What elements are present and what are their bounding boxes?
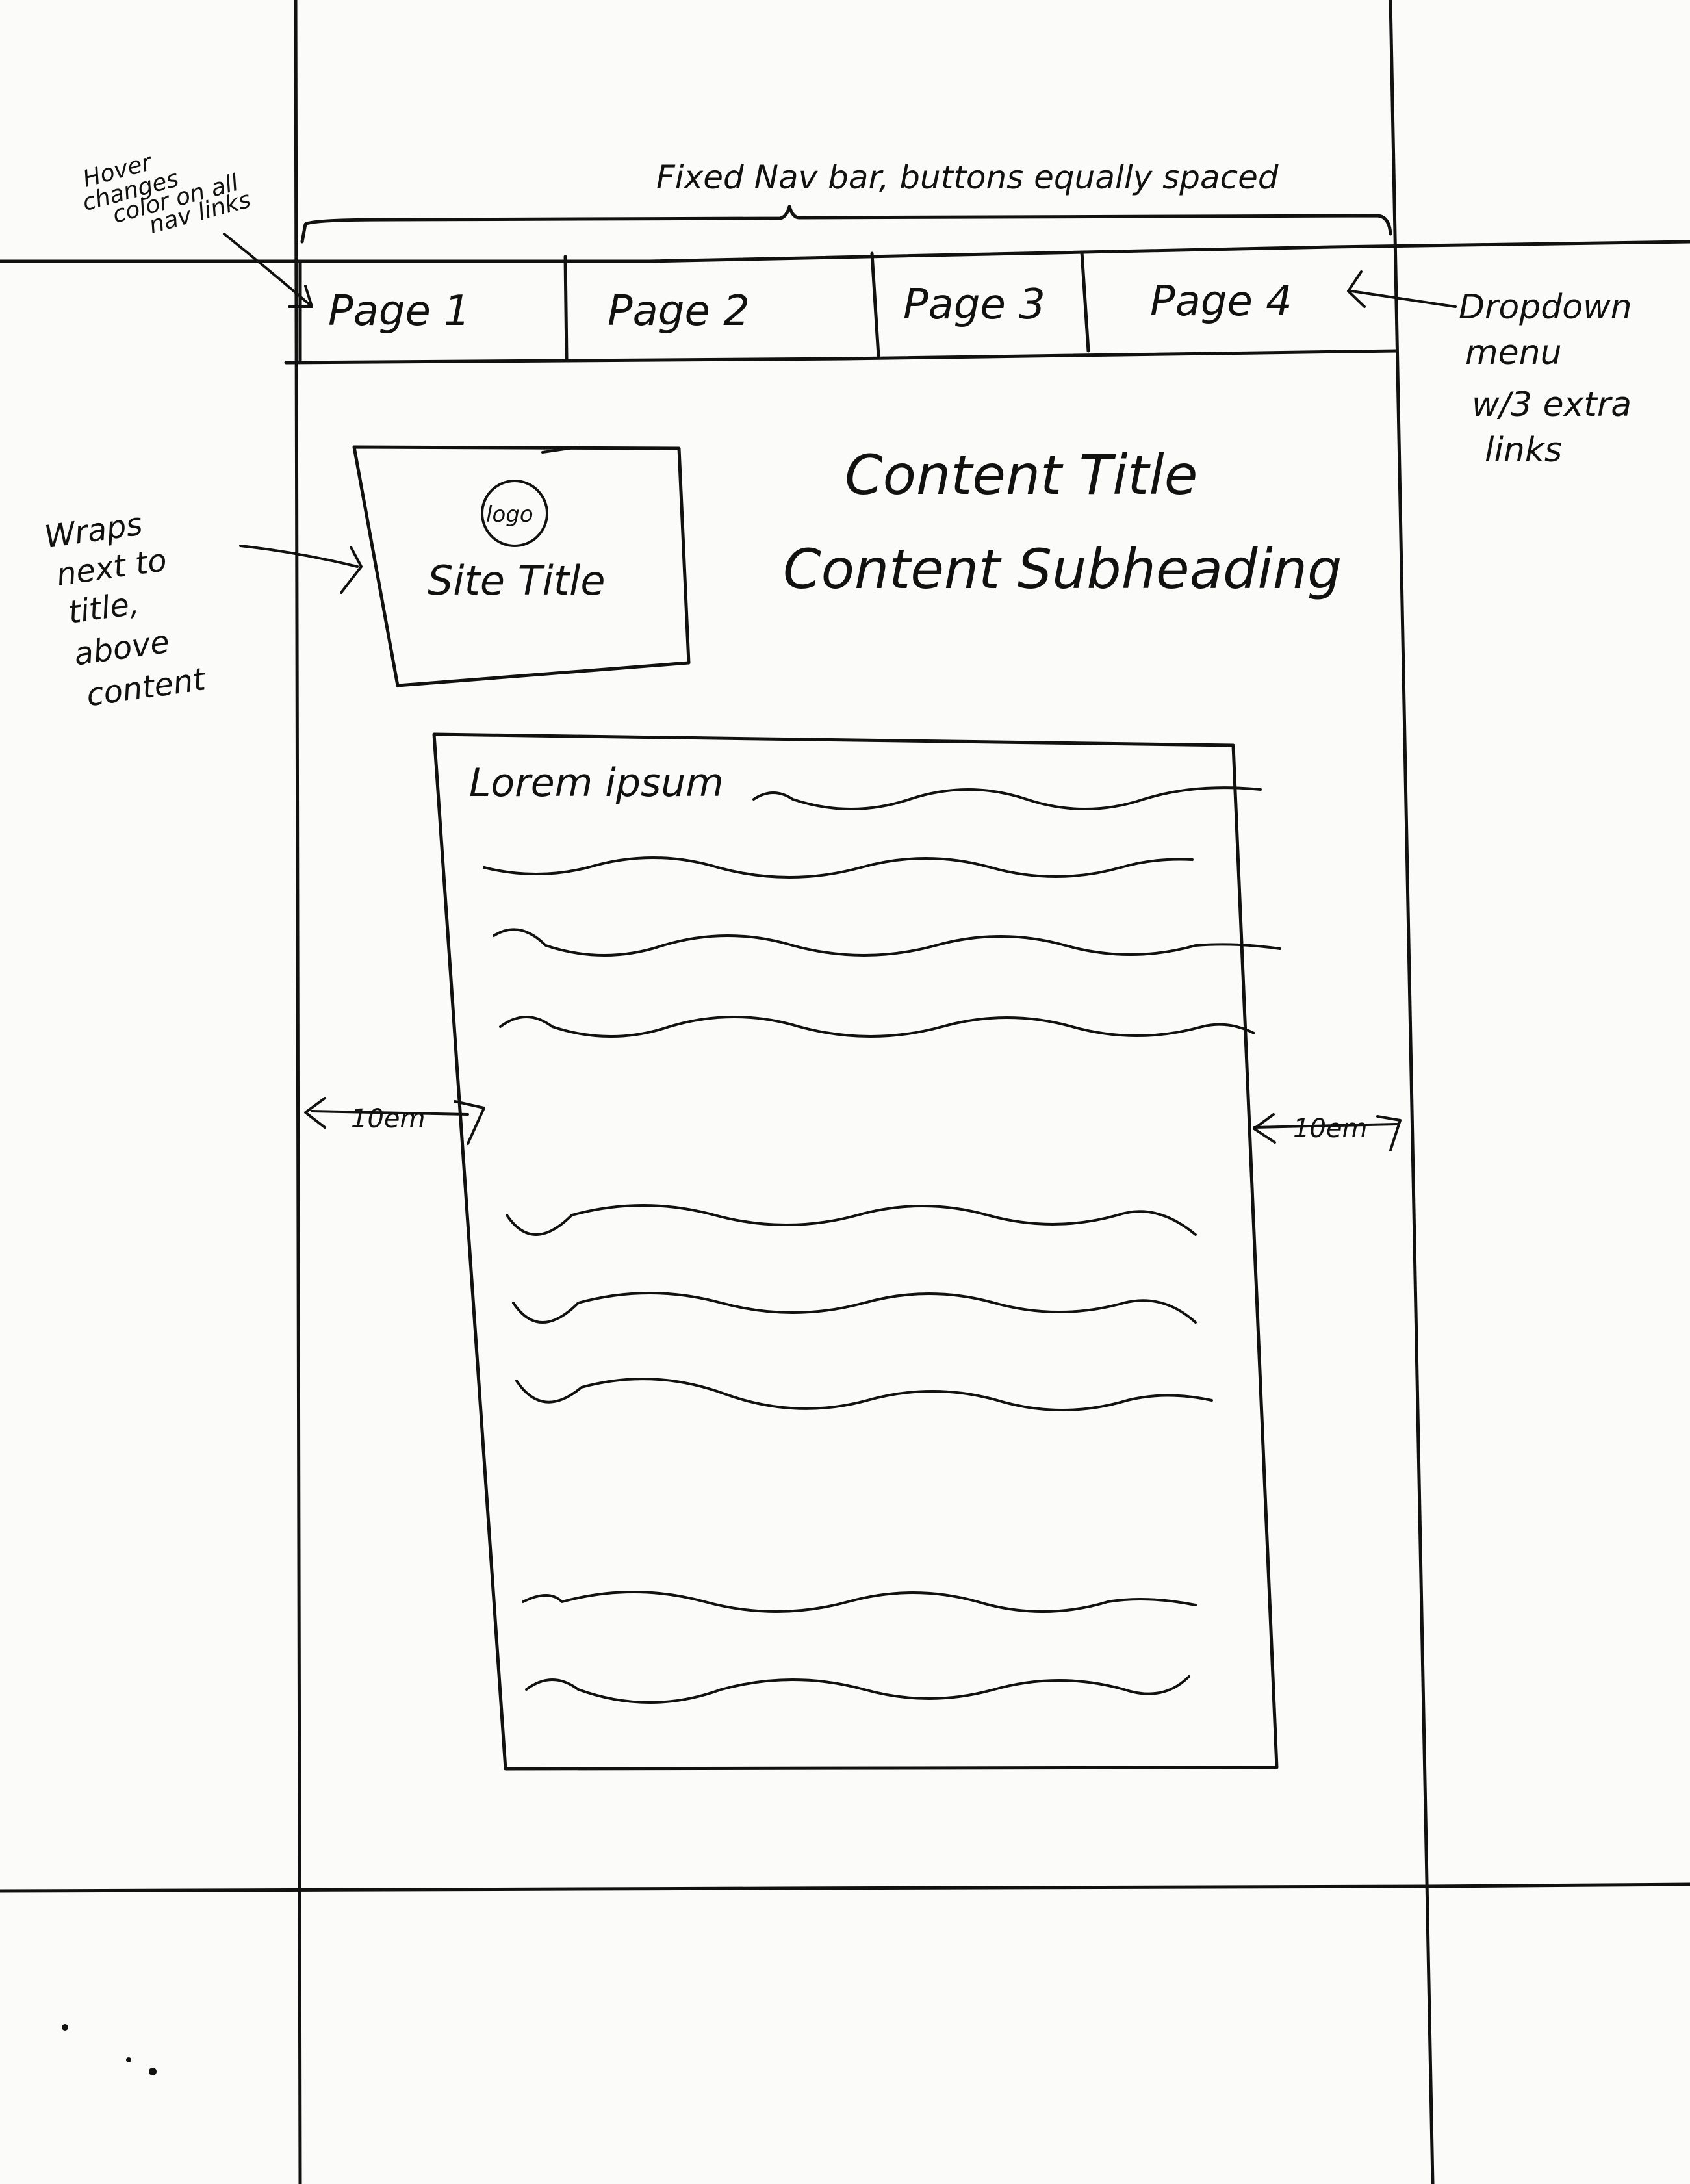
text-line xyxy=(512,1292,1197,1324)
viewport-bottom-line xyxy=(0,1882,1690,1893)
content-first-line: Lorem ipsum xyxy=(469,760,724,806)
right-margin-arrow xyxy=(1253,1123,1398,1129)
site-title: Site Title xyxy=(428,557,606,604)
dropdown-note-line-3: w/3 extra xyxy=(1472,385,1632,424)
hover-annotation: Hover changes color on all nav links xyxy=(80,149,313,308)
content-title: Content Title xyxy=(845,443,1197,507)
dropdown-annotation: Dropdown menu w/3 extra links xyxy=(1347,270,1643,470)
nav-item-page-1[interactable]: Page 1 xyxy=(328,287,470,335)
text-line xyxy=(493,928,1281,957)
lorem-text-lines xyxy=(483,786,1281,1704)
text-line xyxy=(525,1675,1190,1704)
content-box: Lorem ipsum xyxy=(432,732,1281,1771)
box-flap xyxy=(541,446,580,454)
dropdown-note-line-1: Dropdown xyxy=(1459,288,1632,327)
wraps-note-line-4: above xyxy=(72,624,172,673)
dropdown-note-line-2: menu xyxy=(1465,333,1562,372)
nav-item-page-2[interactable]: Page 2 xyxy=(608,287,750,335)
navbar-annotation: Fixed Nav bar, buttons equally spaced xyxy=(300,159,1392,244)
right-margin-annotation: 10em xyxy=(1253,1113,1402,1151)
content-box-outline xyxy=(432,732,1279,1771)
left-margin-arrowhead-right-icon xyxy=(454,1100,485,1145)
dropdown-arrowhead-icon xyxy=(1347,270,1366,308)
dropdown-arrow xyxy=(1350,290,1457,308)
text-line xyxy=(522,1591,1197,1613)
stray-mark xyxy=(149,2068,157,2075)
navbar-brace xyxy=(300,205,1392,244)
navbar-note: Fixed Nav bar, buttons equally spaced xyxy=(656,159,1279,196)
page-right-edge xyxy=(1389,0,1435,2184)
text-line xyxy=(752,786,1262,810)
right-margin-label: 10em xyxy=(1293,1114,1367,1144)
wraps-annotation: Wraps next to title, above content xyxy=(42,500,363,717)
site-title-box: logo Site Title xyxy=(352,445,691,687)
nav-item-label[interactable]: Page 4 xyxy=(1150,277,1292,326)
nav-item-label[interactable]: Page 1 xyxy=(328,287,470,335)
stray-mark xyxy=(62,2024,68,2031)
navbar-bottom-border xyxy=(284,349,1399,365)
hover-arrowhead-icon xyxy=(288,285,313,308)
wraps-note: Wraps next to title, above content xyxy=(42,500,209,717)
nav-item-page-4[interactable]: Page 4 xyxy=(1150,277,1292,326)
left-margin-arrowhead-left-icon xyxy=(304,1097,326,1129)
dropdown-note: Dropdown menu w/3 extra links xyxy=(1459,288,1643,470)
text-line xyxy=(506,1204,1197,1236)
nav-item-label[interactable]: Page 2 xyxy=(608,287,750,335)
navbar xyxy=(284,250,1399,365)
nav-item-label[interactable]: Page 3 xyxy=(903,281,1045,329)
nav-divider-1 xyxy=(563,255,569,361)
wraps-arrowhead-icon xyxy=(340,546,363,594)
logo-circle xyxy=(481,480,548,547)
left-margin-annotation: 10em xyxy=(304,1097,485,1145)
wraps-note-line-3: title, xyxy=(66,585,142,631)
right-margin-arrowhead-left-icon xyxy=(1253,1113,1276,1144)
nav-divider-2 xyxy=(870,251,880,358)
nav-divider-3 xyxy=(1080,250,1090,353)
text-line xyxy=(499,1016,1255,1038)
viewport-top-line xyxy=(0,240,1690,263)
logo-icon: logo xyxy=(481,480,548,547)
left-margin-arrow xyxy=(311,1110,469,1116)
nav-item-page-3[interactable]: Page 3 xyxy=(903,281,1045,329)
right-margin-arrowhead-right-icon xyxy=(1376,1115,1402,1151)
wraps-arrow xyxy=(239,545,359,568)
logo-label: logo xyxy=(486,502,533,528)
content-subheading: Content Subheading xyxy=(783,537,1342,601)
text-line xyxy=(483,856,1194,879)
dropdown-note-line-4: links xyxy=(1485,431,1562,470)
stray-mark xyxy=(126,2057,131,2062)
text-line xyxy=(515,1378,1213,1411)
left-margin-label: 10em xyxy=(351,1104,425,1134)
